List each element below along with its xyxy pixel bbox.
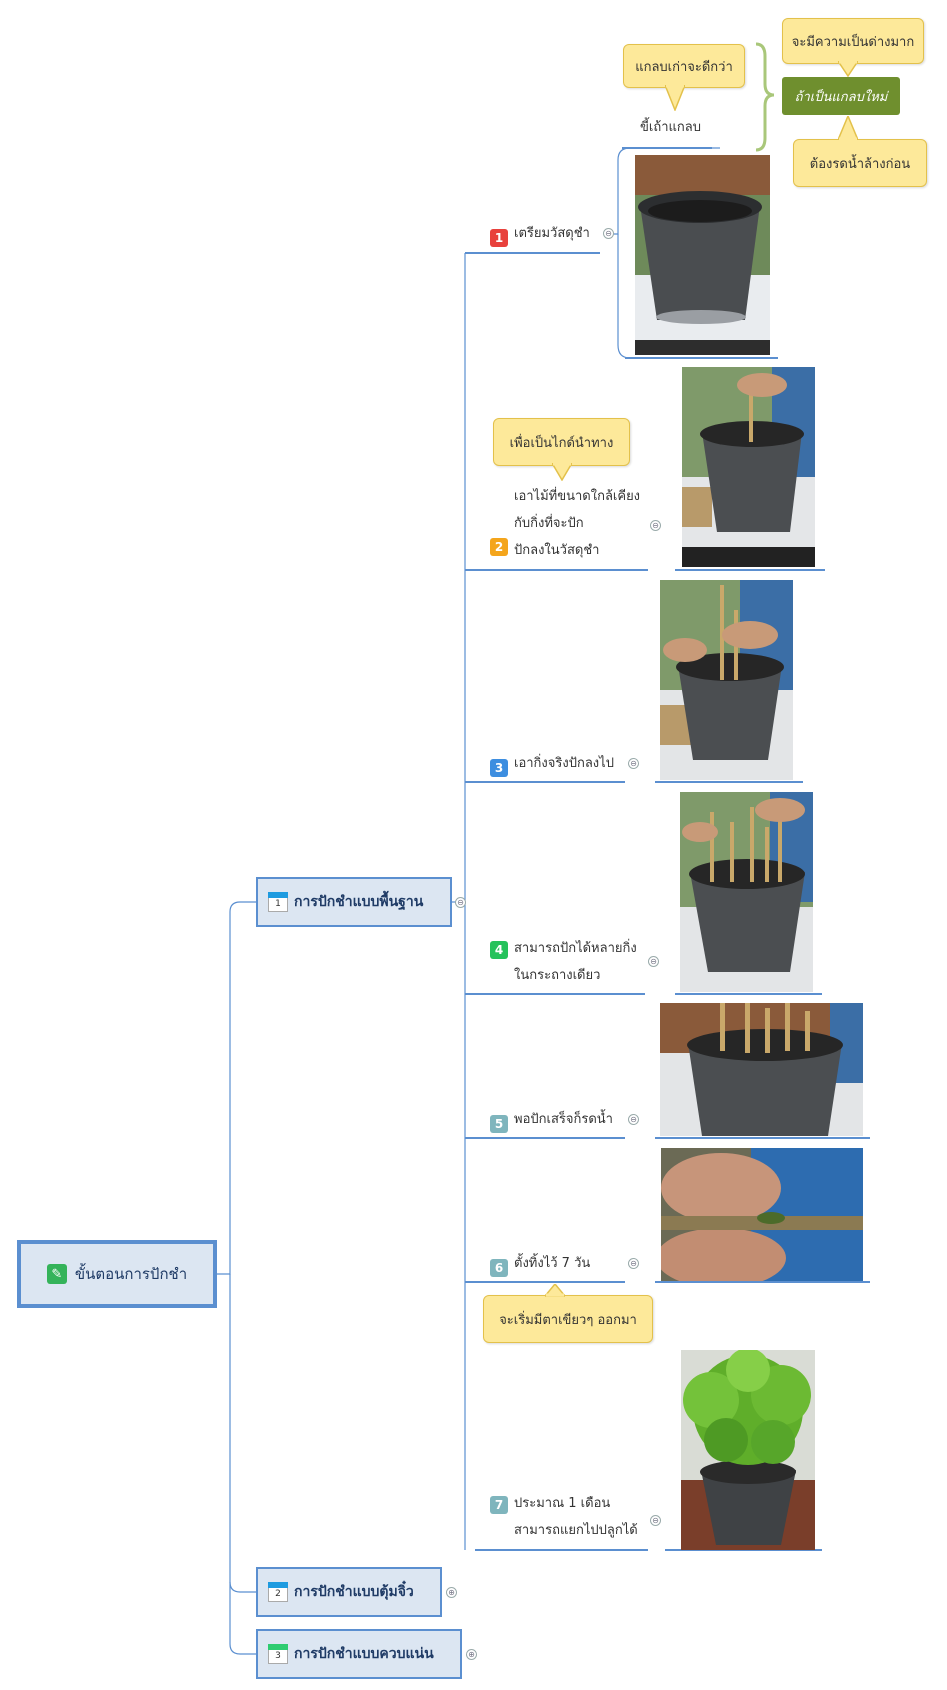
step-1[interactable]: 1 เตรียมวัสดุชำ <box>490 220 590 247</box>
photo-cutting-inserted <box>660 580 793 780</box>
note-pointer <box>665 85 685 111</box>
branch-label: การปักชำแบบตุ้มจิ๋ว <box>294 1584 414 1600</box>
collapse-toggle[interactable]: ⊖ <box>628 758 639 769</box>
step-badge: 4 <box>490 941 508 959</box>
branch-condensed[interactable]: 3 การปักชำแบบควบแน่น <box>256 1629 462 1679</box>
branch-basic[interactable]: 1 การปักชำแบบพื้นฐาน <box>256 877 452 927</box>
note-guide[interactable]: เพื่อเป็นไกด์นำทาง <box>493 418 630 466</box>
step-label: เตรียมวัสดุชำ <box>514 226 590 241</box>
step-4[interactable]: 4 สามารถปักได้หลายกิ่ง ในกระถางเดียว <box>490 935 637 989</box>
root-node[interactable]: ✎ ขั้นตอนการปักชำ <box>17 1240 217 1308</box>
step-badge: 1 <box>490 229 508 247</box>
step-badge: 5 <box>490 1115 508 1133</box>
step-label-line: ประมาณ 1 เดือน <box>514 1496 611 1511</box>
branch-label: การปักชำแบบพื้นฐาน <box>294 894 424 910</box>
collapse-toggle[interactable]: ⊖ <box>650 1515 661 1526</box>
note-pointer <box>552 463 572 481</box>
photo-pot-with-ash <box>635 155 770 355</box>
substep-ash[interactable]: ขี้เถ้าแกลบ <box>640 120 701 135</box>
note-alkaline[interactable]: จะมีความเป็นด่างมาก <box>782 18 924 64</box>
step-badge: 3 <box>490 759 508 777</box>
photo-watered <box>660 1003 863 1136</box>
collapse-toggle[interactable]: ⊖ <box>648 956 659 967</box>
calendar-icon: 2 <box>268 1582 288 1602</box>
branch-label: การปักชำแบบควบแน่น <box>294 1646 434 1662</box>
expand-toggle[interactable]: ⊕ <box>466 1649 477 1660</box>
step-label: ตั้งทิ้งไว้ 7 วัน <box>514 1256 591 1271</box>
step-label-line: เอาไม้ที่ขนาดใกล้เคียง <box>514 489 641 504</box>
step-label: พอปักเสร็จก็รดน้ำ <box>514 1112 613 1127</box>
step-badge: 2 <box>490 538 508 556</box>
note-pointer <box>545 1284 565 1297</box>
collapse-toggle[interactable]: ⊖ <box>628 1258 639 1269</box>
note-wash[interactable]: ต้องรดน้ำล้างก่อน <box>793 139 927 187</box>
step-label: เอากิ่งจริงปักลงไป <box>514 756 614 771</box>
branch-mini[interactable]: 2 การปักชำแบบตุ้มจิ๋ว <box>256 1567 442 1617</box>
pencil-icon: ✎ <box>46 1264 67 1284</box>
collapse-toggle[interactable]: ⊖ <box>650 520 661 531</box>
photo-grown-plant <box>681 1350 815 1550</box>
photo-bud-closeup <box>661 1148 863 1281</box>
step-label-line: กับกิ่งที่จะปัก <box>514 516 584 531</box>
step-label-line: สามารถปักได้หลายกิ่ง <box>514 941 637 956</box>
collapse-toggle[interactable]: ⊖ <box>628 1114 639 1125</box>
step-label-line: ในกระถางเดียว <box>514 968 601 983</box>
collapse-toggle[interactable]: ⊖ <box>455 897 466 908</box>
step-5[interactable]: 5 พอปักเสร็จก็รดน้ำ <box>490 1106 613 1133</box>
photo-many-cuttings <box>680 792 813 992</box>
step-2[interactable]: 2 เอาไม้ที่ขนาดใกล้เคียง กับกิ่งที่จะปัก… <box>490 483 640 564</box>
root-label: ขั้นตอนการปักชำ <box>74 1265 188 1283</box>
calendar-icon: 3 <box>268 1644 288 1664</box>
note-old-husk[interactable]: แกลบเก่าจะดีกว่า <box>623 44 745 88</box>
calendar-icon: 1 <box>268 892 288 912</box>
collapse-toggle[interactable]: ⊖ <box>603 228 614 239</box>
note-pointer <box>838 61 858 77</box>
step-badge: 6 <box>490 1259 508 1277</box>
note-new-husk[interactable]: ถ้าเป็นแกลบใหม่ <box>782 77 900 115</box>
photo-stick-in-pot <box>682 367 815 567</box>
step-3[interactable]: 3 เอากิ่งจริงปักลงไป <box>490 750 614 777</box>
step-7[interactable]: 7 ประมาณ 1 เดือน สามารถแยกไปปลูกได้ <box>490 1490 638 1544</box>
step-label-line: สามารถแยกไปปลูกได้ <box>514 1523 638 1538</box>
step-6[interactable]: 6 ตั้งทิ้งไว้ 7 วัน <box>490 1250 590 1277</box>
step-label-line: ปักลงในวัสดุชำ <box>514 543 600 558</box>
expand-toggle[interactable]: ⊕ <box>446 1587 457 1598</box>
note-pointer <box>838 116 858 140</box>
note-sprout[interactable]: จะเริ่มมีตาเขียวๆ ออกมา <box>483 1295 653 1343</box>
step-badge: 7 <box>490 1496 508 1514</box>
